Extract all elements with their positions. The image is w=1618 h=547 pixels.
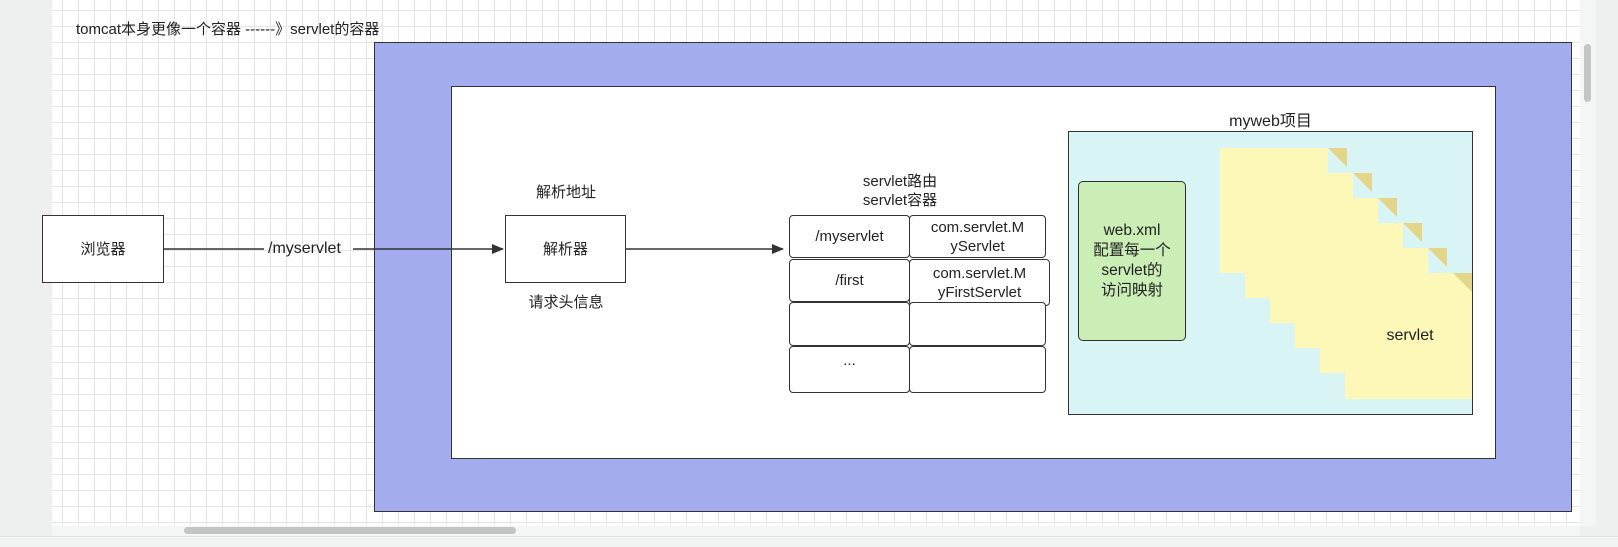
browser-label: 浏览器 — [80, 240, 126, 258]
parser-node[interactable]: 解析器 — [505, 215, 626, 283]
parser-label: 解析器 — [542, 240, 588, 258]
servlet-note — [1220, 148, 1472, 399]
servlet-note-label: servlet — [1386, 327, 1434, 344]
servlet-note-stack[interactable] — [1220, 148, 1473, 400]
route-class-line2: yFirstServlet — [937, 283, 1022, 301]
status-bar — [0, 536, 1618, 547]
horizontal-scrollbar[interactable] — [52, 526, 1580, 536]
webxml-line1: web.xml — [1103, 222, 1161, 239]
webxml-card[interactable]: web.xml 配置每一个 servlet的 访问映射 — [1078, 181, 1186, 341]
route-path-cell[interactable]: ... — [789, 346, 910, 393]
browser-node[interactable]: 浏览器 — [42, 215, 164, 283]
router-title: servlet路由 servlet容器 — [840, 172, 960, 210]
router-title-line1: servlet路由 — [862, 173, 938, 190]
vertical-scroll-thumb[interactable] — [1584, 44, 1591, 102]
note-fold-icon — [1328, 148, 1472, 292]
request-edge-label: /myservlet — [268, 240, 341, 257]
webxml-line2: 配置每一个 — [1093, 242, 1171, 259]
route-class-cell[interactable] — [909, 302, 1046, 346]
route-class-line1: com.servlet.M — [930, 218, 1025, 236]
parser-title: 解析地址 — [535, 184, 596, 201]
router-title-line2: servlet容器 — [862, 192, 938, 209]
route-path-text: ... — [843, 352, 856, 369]
route-path-cell[interactable]: /myservlet — [789, 215, 910, 258]
route-class-line1: com.servlet.M — [932, 264, 1027, 282]
vertical-scrollbar[interactable] — [1580, 0, 1596, 526]
webxml-text: web.xml 配置每一个 servlet的 访问映射 — [1093, 221, 1171, 301]
webxml-line4: 访问映射 — [1100, 282, 1163, 299]
route-path-text: /myservlet — [815, 228, 884, 245]
project-title: myweb项目 — [1229, 113, 1312, 130]
parser-caption: 请求头信息 — [528, 294, 604, 311]
route-class-line2: yServlet — [950, 237, 1005, 255]
webxml-line3: servlet的 — [1101, 262, 1163, 279]
horizontal-scroll-thumb[interactable] — [184, 527, 516, 534]
route-path-cell[interactable] — [789, 302, 910, 346]
route-path-cell[interactable]: /first — [789, 259, 910, 302]
route-path-text: /first — [835, 272, 864, 289]
header-note: tomcat本身更像一个容器 ------》servlet的容器 — [76, 21, 380, 38]
route-class-cell[interactable] — [909, 346, 1046, 393]
